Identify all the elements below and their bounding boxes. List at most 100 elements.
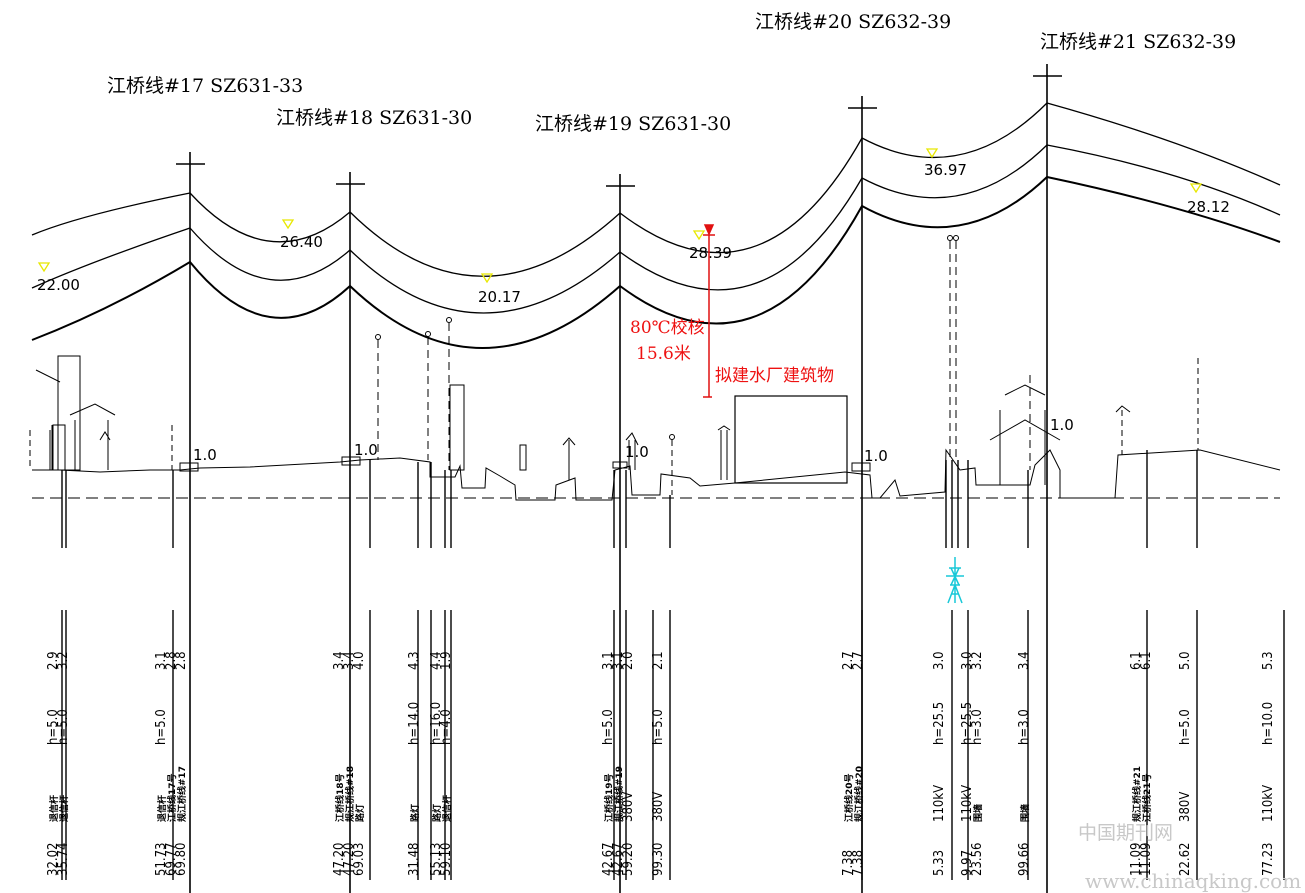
- table-cell: 31.48: [407, 843, 422, 876]
- span-markers: [37, 148, 1203, 284]
- table-cell: 3.1: [154, 651, 169, 670]
- table-cell: 4.4: [429, 651, 444, 670]
- span-value-2: 26.40: [280, 233, 323, 251]
- check-note-line1: 80℃校核: [630, 318, 705, 338]
- clearance-marker-5: 1.0: [1050, 416, 1074, 434]
- table-cell: 5.3: [1261, 651, 1276, 670]
- table-cell: 3.4: [1017, 651, 1032, 670]
- clearance-marker-1: 1.0: [193, 446, 217, 464]
- span-value-3: 20.17: [478, 288, 521, 306]
- table-cell: 7.38: [851, 850, 866, 876]
- table-cell: 11.09: [1139, 843, 1154, 876]
- table-cell: 77.23: [1261, 843, 1276, 876]
- table-cell: h=25.5: [960, 702, 975, 745]
- tower-21: [1033, 64, 1062, 893]
- tower-label-20: 江桥线#20 SZ632-39: [755, 11, 951, 33]
- table-cell: 55.13: [429, 843, 444, 876]
- table-cell: 59.10: [439, 843, 454, 876]
- table-cell: 路灯: [354, 804, 366, 822]
- table-cell: 3.2: [56, 651, 71, 670]
- table-cell: 路灯: [409, 804, 421, 822]
- table-cell: 35.74: [56, 843, 71, 876]
- table-cell: 11.09: [1129, 843, 1144, 876]
- table-cell: 69.77: [164, 843, 179, 876]
- table-cell: 69.80: [174, 843, 189, 876]
- ground-profile: [32, 448, 1281, 501]
- table-cell: 退信杆: [48, 795, 60, 822]
- table-cell: 32.02: [46, 843, 61, 876]
- table-cell: 退信杆: [441, 795, 453, 822]
- table-cell: 规江桥线#21: [1131, 766, 1143, 822]
- tower-label-21: 江桥线#21 SZ632-39: [1040, 31, 1236, 53]
- transmission-tower-icon: [946, 557, 964, 604]
- table-cell: 5.33: [932, 850, 947, 876]
- table-cell: 7.38: [841, 850, 856, 876]
- table-cell: 退信杆: [156, 795, 168, 822]
- table-cell: 4.3: [407, 651, 422, 670]
- span-value-1: 22.00: [37, 276, 80, 294]
- table-cell: 59.20: [621, 843, 636, 876]
- tower-label-17: 江桥线#17 SZ631-33: [107, 75, 303, 97]
- table-cell: 退信杆: [58, 795, 70, 822]
- table-cell: 5.0: [1178, 651, 1193, 670]
- table-cell: h=5.0: [46, 709, 61, 745]
- clearance-marker-2: 1.0: [354, 441, 378, 459]
- table-cell: 4.0: [352, 651, 367, 670]
- tower-19: [606, 174, 635, 893]
- table-cell: 47.20: [342, 843, 357, 876]
- span-value-5: 36.97: [924, 161, 967, 179]
- table-cell: h=5.0: [1178, 709, 1193, 745]
- table-cell: 47.20: [332, 843, 347, 876]
- table-cell: 2.9: [46, 651, 61, 670]
- table-cell: h=5.0: [651, 709, 666, 745]
- table-cell: 3.0: [932, 651, 947, 670]
- table-cell: 6.1: [1129, 651, 1144, 670]
- table-cell: 规江桥线#18: [344, 766, 356, 822]
- table-cell: 99.30: [651, 843, 666, 876]
- tower-label-18: 江桥线#18 SZ631-30: [276, 107, 472, 129]
- table-cell: h=5.0: [601, 709, 616, 745]
- table-cell: 2.8: [164, 651, 179, 670]
- table-cell: 51.73: [154, 843, 169, 876]
- table-cell: 380V: [621, 792, 636, 822]
- table-cell: 3.1: [611, 651, 626, 670]
- table-cell: 3.1: [601, 651, 616, 670]
- table-cell: 110kV: [932, 785, 947, 822]
- table-cell: 江桥线19号: [603, 773, 615, 822]
- check-note-line2: 15.6米: [636, 344, 691, 364]
- tower-17: [176, 152, 205, 893]
- table-cell: 42.67: [611, 843, 626, 876]
- crossing-lines: [61, 450, 1285, 880]
- table-cell: 3.0: [960, 651, 975, 670]
- span-value-6: 28.12: [1187, 198, 1230, 216]
- table-cell: 3.2: [970, 651, 985, 670]
- table-cell: 围墙: [1019, 804, 1031, 822]
- table-cell: h=25.5: [932, 702, 947, 745]
- table-cell: h=16.0: [429, 702, 444, 745]
- table-cell: 110kV: [960, 785, 975, 822]
- clearance-marker-4: 1.0: [864, 447, 888, 465]
- table-cell: 3.4: [342, 651, 357, 670]
- table-cell: 规江桥线#20: [853, 766, 865, 822]
- table-cell: 1.9: [439, 651, 454, 670]
- table-cell: h=4.0: [439, 709, 454, 745]
- watermark-cn: 中国期刊网: [1078, 822, 1173, 844]
- planned-building: [734, 395, 848, 484]
- table-cell: 围墙: [972, 804, 984, 822]
- table-cell: 380V: [651, 792, 666, 822]
- table-cell: 9.97: [960, 850, 975, 876]
- table-cell: 22.62: [1178, 843, 1193, 876]
- table-cell: 3.4: [332, 651, 347, 670]
- table-cell: 2.0: [621, 651, 636, 670]
- table-cell: h=5.0: [154, 709, 169, 745]
- tower-label-19: 江桥线#19 SZ631-30: [535, 113, 731, 135]
- table-cell: 江桥线21号: [1141, 773, 1153, 822]
- table-cell: 6.1: [1139, 651, 1154, 670]
- table-cell: 110kV: [1261, 785, 1276, 822]
- conductor-wires: [31, 102, 1281, 349]
- table-cell: 路灯: [431, 804, 443, 822]
- tower-18: [336, 172, 365, 893]
- table-cell: 2.7: [841, 651, 856, 670]
- table-cell: 2.8: [174, 651, 189, 670]
